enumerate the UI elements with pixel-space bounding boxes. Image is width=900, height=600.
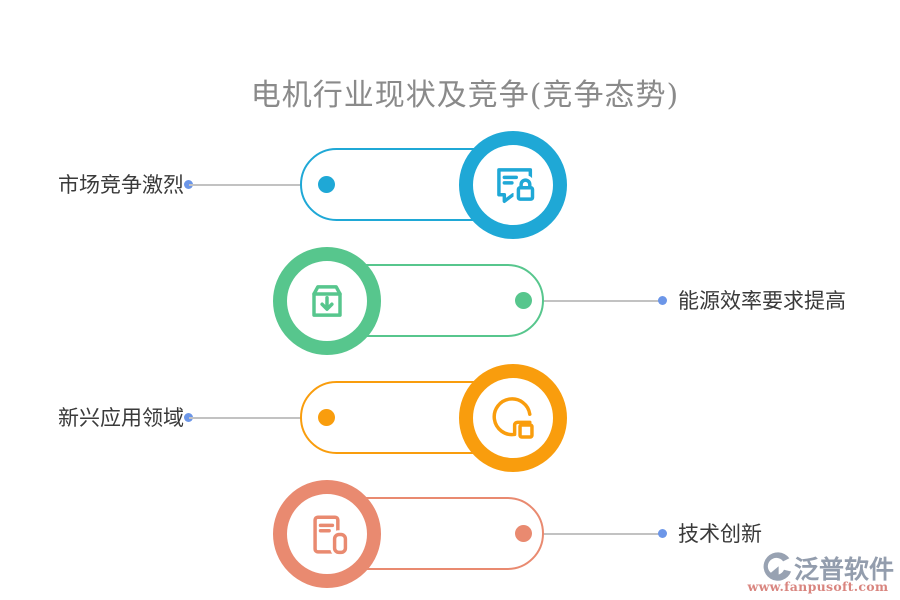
watermark-url: www.fanpusoft.com bbox=[747, 579, 889, 594]
chat-lock-icon bbox=[497, 168, 538, 204]
page-title: 电机行业现状及竞争(竞争态势) bbox=[250, 78, 680, 113]
icon-circle bbox=[273, 247, 381, 355]
connector-endpoint-dot bbox=[184, 180, 193, 189]
pill-anchor-dot bbox=[318, 409, 335, 426]
row-label: 技术创新 bbox=[678, 522, 762, 546]
connector-endpoint-dot bbox=[184, 413, 193, 422]
row-label: 市场竞争激烈 bbox=[58, 173, 184, 197]
fanpu-logo-icon bbox=[763, 552, 792, 581]
pill-anchor-dot bbox=[515, 292, 532, 309]
connector-line bbox=[523, 300, 663, 302]
connector-line bbox=[189, 417, 329, 419]
icon-circle bbox=[273, 480, 381, 588]
row-energy-efficiency: 能源效率要求提高 bbox=[0, 243, 900, 359]
connector-line bbox=[523, 533, 663, 535]
row-technology-innovation: 技术创新 bbox=[0, 476, 900, 592]
news-document-icon bbox=[313, 515, 350, 557]
watermark: 泛普软件 www.fanpusoft.com bbox=[742, 550, 894, 594]
box-download-icon bbox=[312, 285, 342, 317]
watermark-brand: 泛普软件 bbox=[793, 555, 894, 584]
pill-anchor-dot bbox=[318, 176, 335, 193]
icon-circle bbox=[459, 364, 567, 472]
row-emerging-applications: 新兴应用领域 bbox=[0, 360, 900, 476]
row-label: 能源效率要求提高 bbox=[678, 289, 846, 313]
pill-anchor-dot bbox=[515, 525, 532, 542]
pie-chart-icon bbox=[492, 397, 534, 439]
icon-circle bbox=[459, 131, 567, 239]
row-label: 新兴应用领域 bbox=[58, 406, 184, 430]
connector-line bbox=[189, 184, 329, 186]
connector-endpoint-dot bbox=[658, 296, 667, 305]
row-market-competition: 市场竞争激烈 bbox=[0, 127, 900, 243]
connector-endpoint-dot bbox=[658, 529, 667, 538]
